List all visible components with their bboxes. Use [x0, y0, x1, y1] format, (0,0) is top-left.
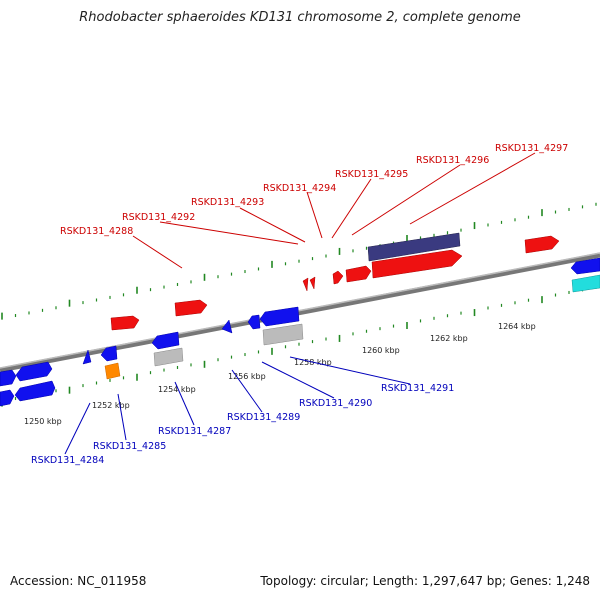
gene-4289-arrow — [221, 319, 233, 334]
gene-label-4288: RSKD131_4288 — [60, 226, 133, 237]
scale-ticks-inner — [1, 285, 597, 407]
accession-text: Accession: NC_011958 — [10, 574, 147, 588]
gray-features — [153, 323, 304, 367]
gene-4292 — [174, 299, 208, 317]
gene-label-4296: RSKD131_4296 — [416, 155, 489, 166]
gene-label-4294: RSKD131_4294 — [263, 183, 336, 194]
gene-label-4289: RSKD131_4289 — [227, 412, 300, 423]
gene-4288 — [110, 315, 140, 331]
purple-feature — [367, 232, 461, 262]
gene-4291 — [259, 306, 300, 327]
scale-ticks-outer — [1, 202, 597, 320]
gene-4284-c — [0, 389, 15, 407]
gene-4285 — [100, 345, 118, 362]
gene-4295 — [345, 265, 372, 283]
gray-feature-1 — [153, 347, 184, 367]
gene-label-4290: RSKD131_4290 — [299, 398, 372, 409]
gene-labels-top: RSKD131_4288 RSKD131_4292 RSKD131_4293 R… — [60, 143, 568, 237]
orange-feature — [104, 362, 121, 380]
scale-label-1250: 1250 kbp — [24, 417, 62, 426]
gene-4296 — [371, 249, 463, 279]
map-title: Rhodobacter sphaeroides KD131 chromosome… — [79, 10, 521, 25]
scale-label-1262: 1262 kbp — [430, 334, 468, 343]
chromosome-backbone — [0, 252, 600, 373]
scale-label-1256: 1256 kbp — [228, 372, 266, 381]
gene-4284-d — [14, 380, 56, 402]
gene-4284-a — [0, 369, 17, 387]
gene-label-4284: RSKD131_4284 — [31, 455, 104, 466]
cyan-feature — [571, 274, 600, 293]
gene-label-4293: RSKD131_4293 — [191, 197, 264, 208]
gene-4284-arrow — [82, 349, 92, 365]
scale-label-1264: 1264 kbp — [498, 322, 536, 331]
forward-genes — [110, 235, 560, 331]
gene-4293-arrow-a — [302, 277, 309, 292]
gene-labels-bottom: RSKD131_4284 RSKD131_4285 RSKD131_4287 R… — [31, 383, 454, 466]
scale-label-1252: 1252 kbp — [92, 401, 130, 410]
gene-label-4291: RSKD131_4291 — [381, 383, 454, 394]
gene-4297 — [524, 235, 560, 254]
gene-right-edge — [570, 257, 600, 275]
gene-label-4287: RSKD131_4287 — [158, 426, 231, 437]
gene-4294 — [332, 270, 344, 285]
leader-lines-top — [132, 152, 536, 269]
gene-4287 — [151, 331, 180, 350]
gene-4290 — [247, 314, 261, 330]
gene-label-4285: RSKD131_4285 — [93, 441, 166, 452]
reverse-genes — [0, 257, 600, 407]
gene-4284-b — [15, 361, 53, 382]
scale-label-1260: 1260 kbp — [362, 346, 400, 355]
topology-summary: Topology: circular; Length: 1,297,647 bp… — [260, 574, 590, 588]
gene-label-4292: RSKD131_4292 — [122, 212, 195, 223]
gene-4293-arrow-b — [309, 276, 316, 290]
gene-label-4295: RSKD131_4295 — [335, 169, 408, 180]
scale-label-1254: 1254 kbp — [158, 385, 196, 394]
leader-lines-bottom — [64, 356, 411, 455]
gray-feature-2 — [262, 323, 304, 346]
gene-label-4297: RSKD131_4297 — [495, 143, 568, 154]
